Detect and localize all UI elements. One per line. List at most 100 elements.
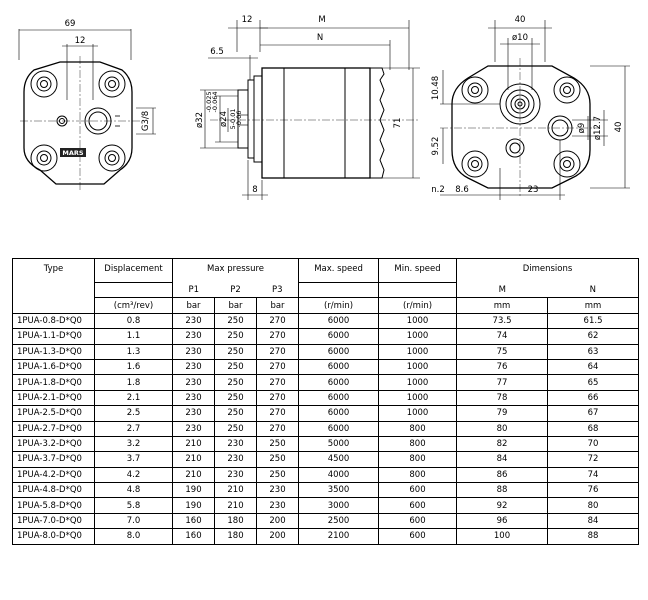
cell-m: 82 <box>456 435 549 453</box>
cell-p2: 180 <box>214 528 257 545</box>
cell-n: 66 <box>547 389 640 407</box>
dim-rear-23: 23 <box>528 185 539 195</box>
cell-min: 1000 <box>378 405 458 422</box>
subheader-row: P1 P2 P3 M N <box>12 282 640 299</box>
cell-p1: 210 <box>172 435 215 453</box>
cell-p1: 230 <box>172 405 215 422</box>
cell-type: 1PUA-4.2-D*Q0 <box>12 466 95 484</box>
dim-front-12: 12 <box>75 36 86 46</box>
cell-disp: 1.8 <box>94 374 173 391</box>
cell-min: 600 <box>378 497 458 514</box>
cell-max: 6000 <box>298 343 380 360</box>
cell-n: 68 <box>547 420 640 437</box>
cell-m: 77 <box>456 374 549 391</box>
dim-shaft-24: ø24 <box>219 111 229 127</box>
cell-m: 96 <box>456 512 549 530</box>
cell-m: 80 <box>456 420 549 437</box>
cell-disp: 2.1 <box>94 389 173 407</box>
header-p2: P2 <box>214 282 257 299</box>
cell-p1: 230 <box>172 343 215 360</box>
cell-n: 76 <box>547 482 640 499</box>
header-dimensions: Dimensions <box>456 258 640 283</box>
cell-max: 5000 <box>298 435 380 453</box>
cell-disp: 4.8 <box>94 482 173 499</box>
cell-m: 92 <box>456 497 549 514</box>
cell-disp: 8.0 <box>94 528 173 545</box>
cell-p3: 200 <box>255 512 300 530</box>
cell-m: 79 <box>456 405 549 422</box>
cell-type: 1PUA-5.8-D*Q0 <box>12 497 95 514</box>
cell-p2: 210 <box>214 497 257 514</box>
cell-disp: 1.1 <box>94 328 173 345</box>
cell-type: 1PUA-4.8-D*Q0 <box>12 482 95 499</box>
dim-shaft-tol-top: -0.025 <box>205 92 213 113</box>
cell-min: 600 <box>378 512 458 530</box>
cell-disp: 7.0 <box>94 512 173 530</box>
cell-type: 1PUA-1.3-D*Q0 <box>12 343 95 360</box>
cell-max: 4000 <box>298 466 380 484</box>
cell-p3: 270 <box>255 389 300 407</box>
cell-p1: 210 <box>172 466 215 484</box>
cell-n: 62 <box>547 328 640 345</box>
unit-min-speed: (r/min) <box>378 297 458 314</box>
unit-p3: bar <box>255 297 300 314</box>
cell-m: 78 <box>456 389 549 407</box>
cell-p1: 160 <box>172 512 215 530</box>
cell-max: 2100 <box>298 528 380 545</box>
dim-key-tol: -0.06 <box>235 111 243 128</box>
header-n: N <box>547 282 640 299</box>
cell-p2: 230 <box>214 451 257 468</box>
header-m: M <box>456 282 548 299</box>
cell-m: 86 <box>456 466 549 484</box>
header-displacement: Displacement <box>94 258 173 283</box>
dim-rear-n2: n.2 <box>431 185 445 195</box>
dim-rear-9-52: 9.52 <box>431 137 441 156</box>
cell-min: 600 <box>378 528 458 545</box>
cell-p3: 230 <box>255 497 300 514</box>
cell-m: 74 <box>456 328 549 345</box>
cell-min: 1000 <box>378 374 458 391</box>
cell-min: 800 <box>378 435 458 453</box>
cell-p3: 270 <box>255 358 300 376</box>
cell-max: 3500 <box>298 482 380 499</box>
cell-p3: 250 <box>255 466 300 484</box>
units-row: (cm³/rev) bar bar bar (r/min) (r/min) mm… <box>12 297 640 314</box>
dim-shaft-dia: ø32 <box>195 112 205 128</box>
dim-side-6-5: 6.5 <box>210 47 224 57</box>
cell-p1: 210 <box>172 451 215 468</box>
cell-p1: 190 <box>172 482 215 499</box>
cell-min: 1000 <box>378 328 458 345</box>
dim-rear-8-6: 8.6 <box>455 185 469 195</box>
dim-port-g38: G3/8 <box>141 111 151 131</box>
unit-m: mm <box>456 297 549 314</box>
cell-max: 6000 <box>298 374 380 391</box>
unit-displacement: (cm³/rev) <box>94 297 173 314</box>
cell-max: 6000 <box>298 405 380 422</box>
dim-side-12: 12 <box>242 15 253 25</box>
cell-type: 1PUA-2.1-D*Q0 <box>12 389 95 407</box>
cell-n: 65 <box>547 374 640 391</box>
cell-n: 72 <box>547 451 640 468</box>
cell-min: 1000 <box>378 358 458 376</box>
cell-type: 1PUA-1.1-D*Q0 <box>12 328 95 345</box>
cell-p3: 270 <box>255 374 300 391</box>
cell-type: 1PUA-3.7-D*Q0 <box>12 451 95 468</box>
cell-p2: 210 <box>214 482 257 499</box>
cell-p1: 230 <box>172 358 215 376</box>
rear-view <box>440 20 630 200</box>
cell-p3: 230 <box>255 482 300 499</box>
header-p1: P1 <box>172 282 215 299</box>
dim-side-71: 71 <box>393 118 403 129</box>
unit-max-speed: (r/min) <box>298 297 380 314</box>
cell-p3: 270 <box>255 343 300 360</box>
dim-rear-phi9: ø9 <box>577 123 587 134</box>
cell-p1: 230 <box>172 389 215 407</box>
